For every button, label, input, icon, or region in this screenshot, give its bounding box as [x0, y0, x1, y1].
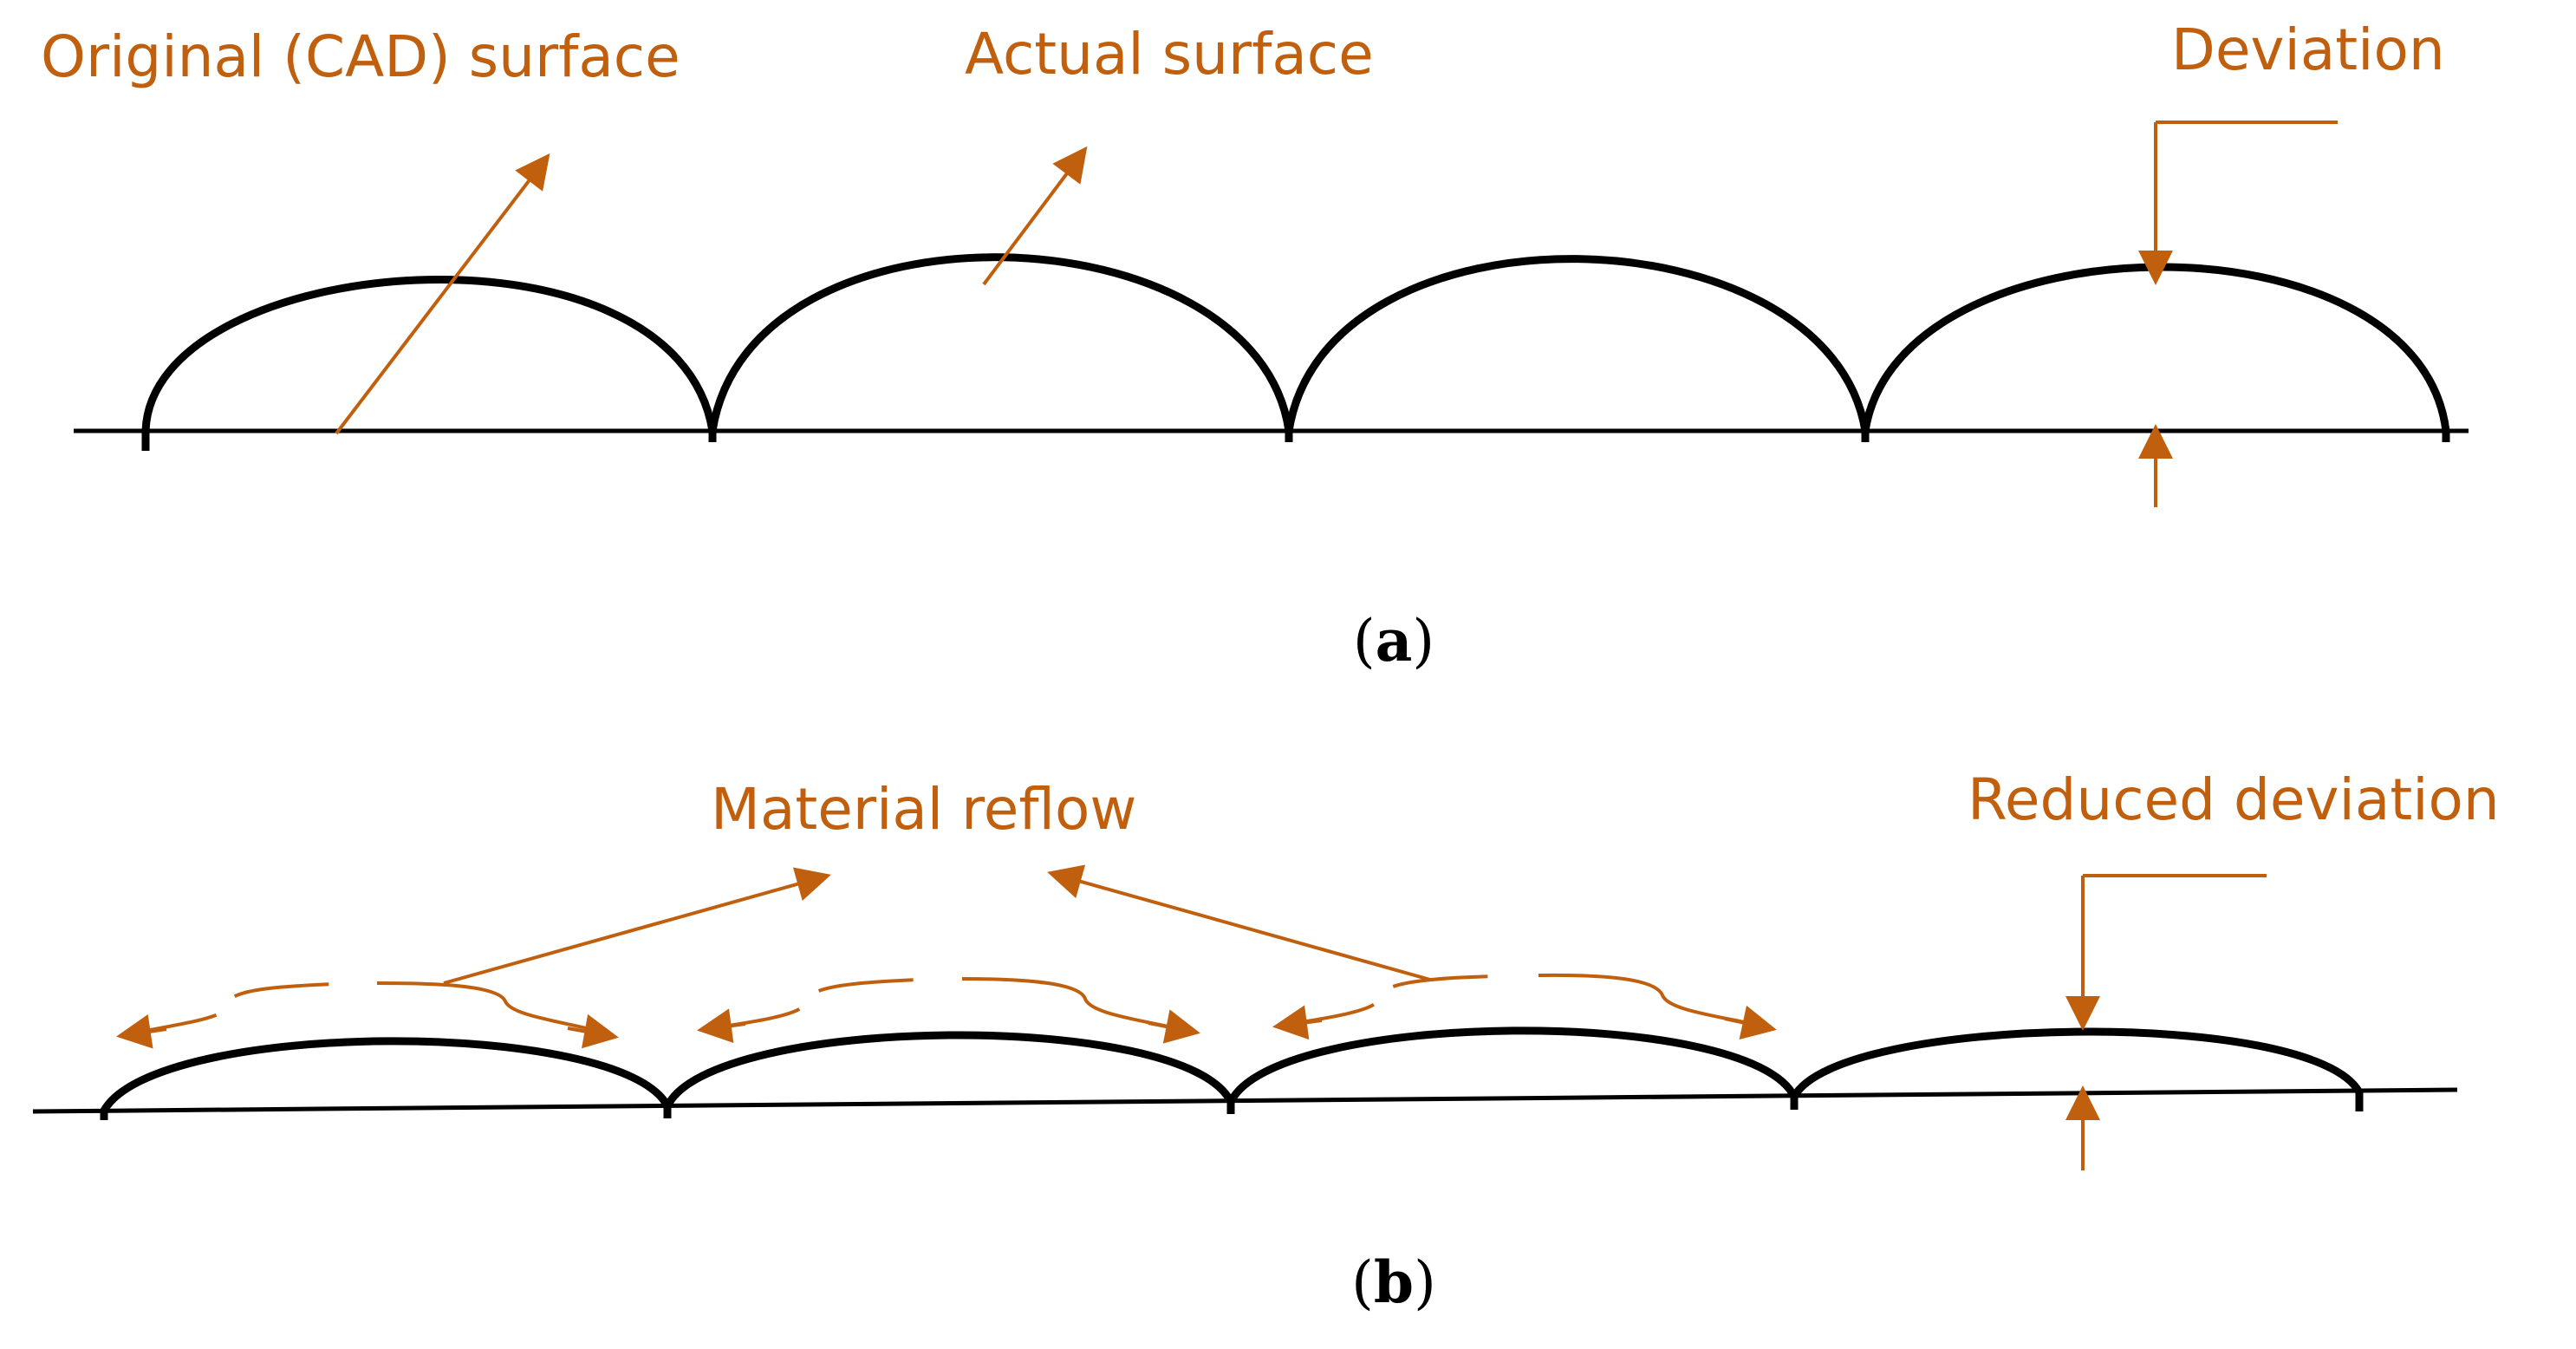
reflow-bracket-2: [697, 977, 1200, 1044]
actual-surface-label: Actual surface: [965, 21, 1374, 88]
reflow-bracket-3: [1272, 973, 1777, 1040]
panel-b: Material reflow Reduced deviation (b): [32, 766, 2500, 1316]
bead-4-b: [1791, 1027, 2364, 1111]
bead-2-b: [663, 1031, 1235, 1109]
original-surface-label: Original (CAD) surface: [41, 23, 680, 90]
material-reflow-label: Material reflow: [711, 776, 1136, 843]
reflow-bracket-1: [116, 981, 619, 1049]
deviation-indicator-b: [2065, 874, 2267, 1170]
reflow-leader-2: [1047, 864, 1431, 981]
baseline-b: [32, 1087, 2458, 1114]
bead-4-a: [1861, 263, 2450, 442]
deviation-indicator-a: [2138, 121, 2338, 507]
panel-b-caption: (b): [1351, 1248, 1436, 1316]
reduced-deviation-label: Reduced deviation: [1968, 766, 2500, 833]
actual-surface-leader: [982, 146, 1088, 286]
reflow-leader-1: [443, 867, 831, 985]
bead-arcs-a: [141, 253, 2450, 451]
panel-a-caption: (a): [1353, 607, 1434, 674]
bead-3-b: [1226, 1026, 1799, 1105]
reflow-brackets: [116, 973, 1777, 1049]
original-surface-leader: [335, 153, 550, 435]
deviation-label: Deviation: [2171, 16, 2445, 83]
bead-3-a: [1285, 255, 1870, 432]
bead-arcs-b: [100, 1026, 2364, 1120]
bead-1-a: [141, 276, 717, 451]
bead-2-a: [708, 253, 1293, 432]
panel-a: Original (CAD) surface Actual surface De…: [41, 16, 2469, 674]
bead-1-b: [100, 1037, 672, 1120]
